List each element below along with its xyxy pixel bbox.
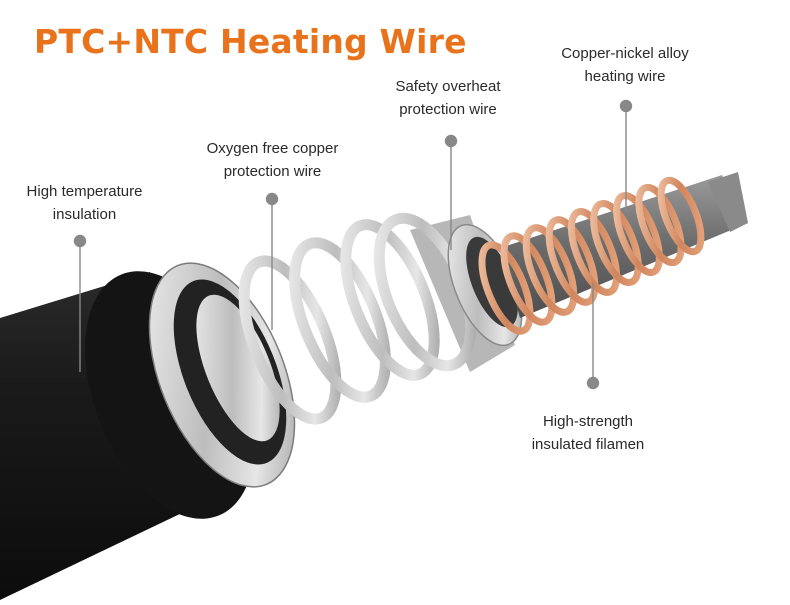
label-oxygen-free-copper: Oxygen free copper protection wire: [190, 137, 355, 183]
label-high-temperature-insulation: High temperature insulation: [12, 180, 157, 226]
label-high-strength-filament: High-strength insulated filamen: [513, 410, 663, 456]
label-copper-nickel-alloy: Copper-nickel alloy heating wire: [541, 42, 709, 88]
label-safety-overheat: Safety overheat protection wire: [378, 75, 518, 121]
